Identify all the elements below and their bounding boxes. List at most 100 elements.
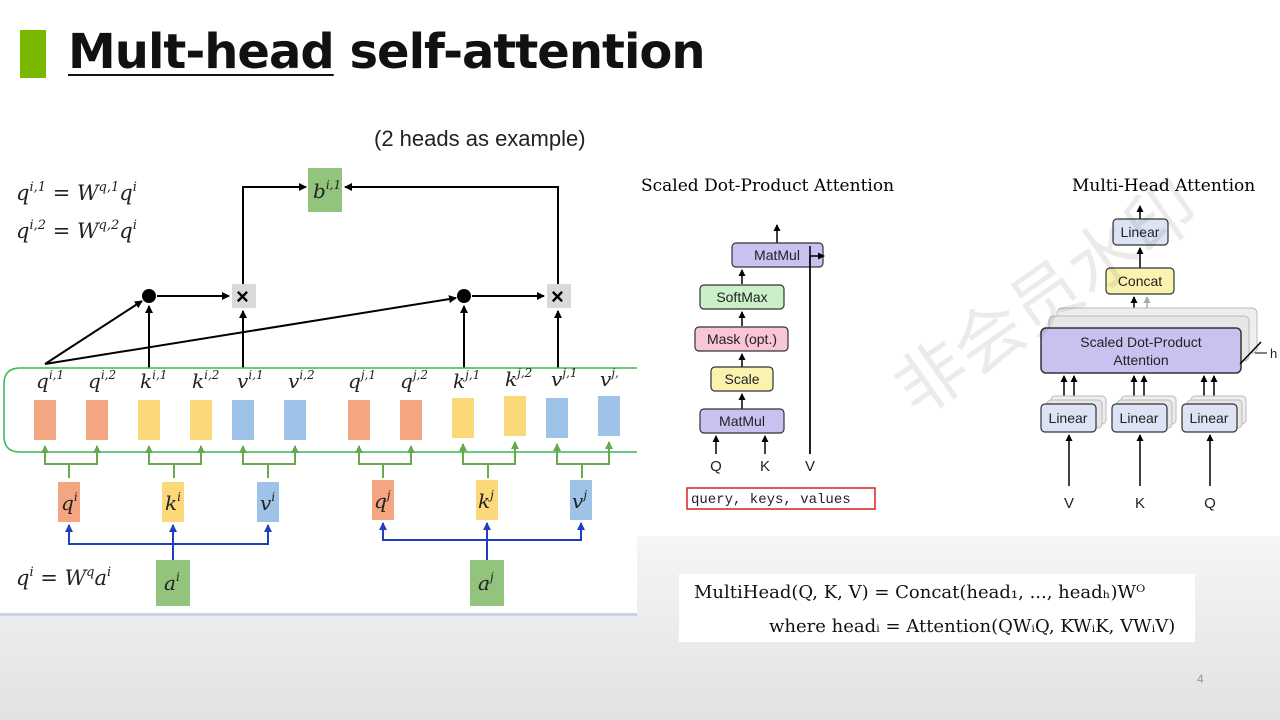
top-row-vectors: qi,1 qi,2 ki,1 ki,2 vi,1 vi,2 — [34, 366, 620, 440]
svg-text:ki,2: ki,2 — [192, 368, 219, 393]
vector-q-i: qi — [58, 482, 80, 522]
svg-text:Attention: Attention — [1113, 352, 1168, 368]
sdpa-input-q: Q — [710, 458, 722, 475]
svg-text:aj: aj — [478, 570, 494, 595]
sdpa-matmul-bottom — [699, 408, 785, 434]
sdpa-title: Scaled Dot-Product Attention — [641, 176, 894, 196]
projection-arrows — [65, 522, 585, 560]
mha-h-label: h — [1270, 346, 1277, 361]
svg-text:qj,2: qj,2 — [400, 368, 428, 393]
vector-v-i: vi — [257, 482, 279, 522]
svg-text:kj,1: kj,1 — [453, 368, 480, 393]
vector-k-i1: ki,1 — [138, 368, 167, 440]
sdpa-scale — [710, 366, 774, 392]
mha-linear-k: Linear — [1111, 395, 1177, 433]
multiply-box-1 — [232, 284, 256, 308]
equation-head-i: where headᵢ = Attention(QWᵢQ, KWᵢK, VWᵢV… — [769, 616, 1175, 637]
svg-text:vj: vj — [572, 488, 587, 513]
svg-text:vj,1: vj,1 — [551, 366, 577, 391]
svg-text:ai: ai — [164, 570, 180, 595]
input-a-j: aj — [470, 560, 504, 606]
scaled-dot-product-figure: Scaled Dot-Product Attention MatMul Soft… — [641, 176, 894, 510]
slide-title: Mult-head self-attention — [68, 24, 706, 80]
title-accent-bar — [20, 30, 46, 78]
mha-title: Multi-Head Attention — [1072, 176, 1255, 196]
mha-linear-v: Linear — [1040, 395, 1107, 433]
vector-q-j2: qj,2 — [400, 368, 428, 440]
split-arrows — [41, 441, 613, 478]
svg-text:qj,1: qj,1 — [348, 368, 376, 393]
watermark-text: 非会员水印 — [881, 168, 1212, 430]
multiply-symbol-2: × — [551, 284, 564, 309]
multihead-equations: MultiHead(Q, K, V) = Concat(head₁, ..., … — [694, 582, 1175, 637]
page-number: 4 — [1197, 672, 1204, 686]
vector-v-i2: vi,2 — [284, 368, 315, 440]
svg-text:SoftMax: SoftMax — [716, 289, 767, 305]
vector-v-j1: vj,1 — [546, 366, 577, 438]
vector-q-j1: qj,1 — [348, 368, 376, 440]
svg-text:qj: qj — [374, 488, 391, 513]
multi-head-figure: Multi-Head Attention Linear Concat Scale… — [1040, 176, 1277, 512]
mha-linear-top — [1112, 218, 1169, 246]
svg-text:qi,2: qi,2 — [88, 368, 116, 393]
svg-text:vi,2: vi,2 — [288, 368, 315, 393]
mid-row-vectors: qi ki vi qj kj vj — [58, 480, 592, 522]
equation-q-i1: qi,1 = Wq,1qi — [16, 180, 137, 205]
input-a-i: ai — [156, 560, 190, 606]
svg-text:qi,1: qi,1 — [36, 368, 64, 393]
svg-text:Linear: Linear — [1049, 410, 1088, 426]
sdpa-input-v: V — [805, 458, 815, 475]
heads-example-note: (2 heads as example) — [374, 126, 586, 151]
multiply-box-2 — [547, 284, 571, 308]
svg-text:Linear: Linear — [1121, 224, 1160, 240]
sdpa-mask — [694, 326, 789, 352]
svg-text:kj,2: kj,2 — [505, 366, 532, 391]
svg-text:vi,1: vi,1 — [237, 368, 264, 393]
mha-linear-q: Linear — [1181, 395, 1247, 433]
vector-k-j2: kj,2 — [504, 366, 532, 436]
vector-k-i2: ki,2 — [190, 368, 219, 440]
svg-text:Scale: Scale — [724, 371, 759, 387]
head-vectors-frame — [3, 367, 637, 453]
mha-sdpa-block — [1040, 327, 1242, 374]
output-b-label: bi,1 — [313, 178, 341, 203]
title-rest: self-attention — [333, 24, 705, 80]
vector-k-i: ki — [162, 482, 184, 522]
mha-input-q: Q — [1204, 495, 1216, 512]
sdpa-input-k: K — [760, 458, 770, 475]
left-diagram-panel: (2 heads as example) qi,1 = Wq,1qi qi,2 … — [0, 120, 637, 616]
vector-v-j2: vj, — [598, 366, 620, 436]
multihead-self-attention-diagram: (2 heads as example) qi,1 = Wq,1qi qi,2 … — [3, 126, 637, 606]
vector-v-i1: vi,1 — [232, 368, 264, 440]
svg-text:Concat: Concat — [1118, 273, 1162, 289]
svg-text:ki: ki — [165, 490, 181, 515]
equation-q-i2: qi,2 = Wq,2qi — [16, 218, 137, 243]
qkv-annotation: query, keys, values — [691, 492, 851, 508]
mha-input-k: K — [1135, 495, 1145, 512]
equation-q-i: qi = Wqai — [16, 565, 111, 590]
svg-text:vj,: vj, — [600, 366, 619, 391]
svg-text:qi: qi — [61, 490, 78, 515]
svg-text:kj: kj — [478, 488, 494, 513]
vector-k-j: kj — [476, 480, 498, 520]
svg-text:ki,1: ki,1 — [140, 368, 167, 393]
svg-text:Linear: Linear — [1120, 410, 1159, 426]
vector-k-j1: kj,1 — [452, 368, 480, 438]
multiply-symbol-1: × — [236, 284, 249, 309]
svg-text:Scaled Dot-Product: Scaled Dot-Product — [1080, 334, 1202, 350]
mha-concat — [1105, 267, 1175, 295]
output-b-box — [308, 168, 342, 212]
svg-text:MatMul: MatMul — [754, 247, 800, 263]
svg-text:Mask (opt.): Mask (opt.) — [707, 331, 777, 347]
vector-q-j: qj — [372, 480, 394, 520]
svg-text:MatMul: MatMul — [719, 413, 765, 429]
vector-q-i2: qi,2 — [86, 368, 116, 440]
qkv-annotation-box — [686, 487, 876, 510]
equation-multihead: MultiHead(Q, K, V) = Concat(head₁, ..., … — [694, 582, 1145, 603]
svg-text:vi: vi — [260, 490, 275, 515]
mha-input-v: V — [1064, 495, 1074, 512]
title-underlined-part: Mult-head — [68, 24, 335, 80]
vector-v-j: vj — [570, 480, 592, 520]
dot-product-node-1 — [142, 289, 156, 303]
multihead-equation-box: MultiHead(Q, K, V) = Concat(head₁, ..., … — [679, 574, 1195, 642]
